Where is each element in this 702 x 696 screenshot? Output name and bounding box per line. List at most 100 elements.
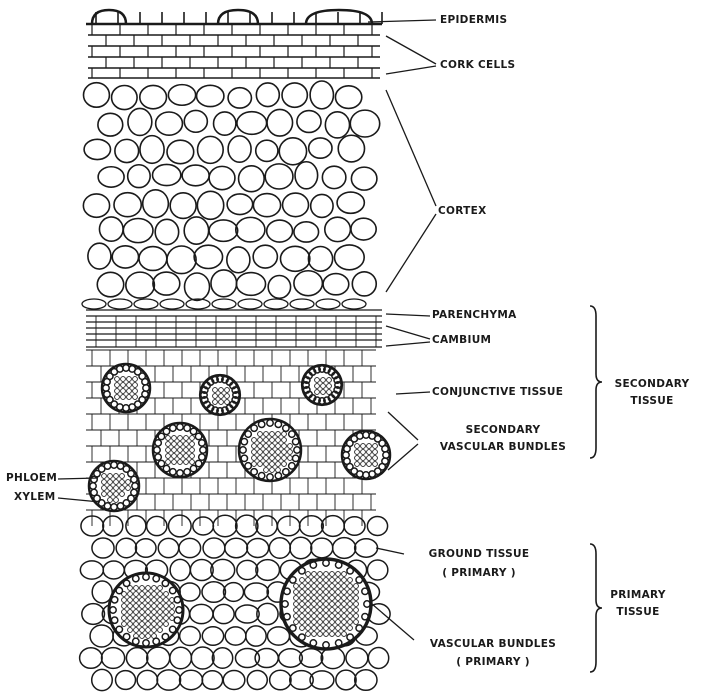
cortex-cell [140,136,164,164]
cortex-cell [84,139,110,159]
ground-cell [92,669,113,690]
cortex-cell [280,246,309,271]
cortex-cell [170,193,196,219]
ground-cell [236,515,258,537]
ground-cell [180,670,203,689]
cortex-cell [311,194,333,217]
cortex-cell [112,85,138,109]
cortex-cell [139,247,167,271]
ground-cell [333,538,356,559]
ground-cell [355,539,378,557]
ground-cell [277,516,300,535]
label-cambium: CAMBIUM [432,333,491,347]
cortex-cell [167,140,194,164]
sec-bundle-d-outline [153,423,207,477]
leader-cambium-2 [386,342,430,346]
ground-cell [211,559,235,580]
label-secondary-tissue-1: SECONDARY [604,377,700,391]
cortex-cell [325,217,351,241]
cortex-cell [88,243,111,269]
ground-cell [368,648,388,669]
ground-cell [202,671,222,689]
ground-cell [190,604,213,623]
cortex-cell [194,245,222,268]
cortex-cell [337,192,364,213]
cortex-cell [253,245,277,268]
ground-cell [244,583,268,601]
label-secondary-vascular-bundles-1: SECONDARY [418,423,588,437]
label-secondary-vascular-bundles-2: VASCULAR BUNDLES [418,440,588,454]
cortex-cell [323,274,349,295]
parenchyma-cell [160,299,184,309]
ground-cell [367,516,387,535]
parenchyma-cell [212,299,236,309]
ground-cell [158,538,178,557]
ground-cell [103,561,124,579]
cortex-cell [334,245,364,270]
ground-cell [202,627,223,645]
cortex-cell [184,110,207,132]
ground-cell [367,560,387,580]
ground-cell [223,583,243,602]
cortex-cell [98,167,124,187]
cortex-cell [97,272,123,297]
cortex-cell [239,166,265,192]
cortex-cell [197,85,224,106]
ground-cell [126,516,146,536]
cortex-cell [294,271,323,296]
cortex-cell [228,136,251,162]
cortex-cell [236,217,265,242]
parenchyma-cell [238,299,262,309]
cortex-cell [112,246,138,268]
ground-cell [203,538,225,558]
ground-cell [213,515,237,536]
cortex-cell [282,83,307,107]
ground-cell [279,649,303,667]
ground-cell [202,582,225,603]
leader-secondary-bundles-1 [388,412,418,440]
ground-cell [257,603,278,624]
label-conjunctive-tissue: CONJUNCTIVE TISSUE [432,385,563,399]
leader-cambium-1 [386,326,430,339]
ground-cell [346,648,368,668]
parenchyma-cell [108,299,132,309]
ground-cell [170,559,190,580]
cortex-cell [352,272,376,296]
cortex-cell [143,190,169,218]
ground-cell [322,516,345,537]
cortex-cell [155,219,178,244]
ground-cell [116,538,136,557]
cortex-cell [297,111,321,133]
ground-cell [103,516,123,536]
sec-bundle-b-outline [200,375,240,415]
cortex-cell [123,218,153,242]
cortex-cell [310,81,333,109]
label-parenchyma: PARENCHYMA [432,308,517,322]
ground-cell [168,515,191,537]
ground-cell [270,670,291,690]
ground-cell [179,538,201,557]
cortex-cell [295,162,318,189]
cortex-cell [267,220,293,242]
cortex-cell [322,166,345,188]
ground-cell [126,648,147,669]
ground-cell [237,560,258,579]
ground-cell [256,560,280,581]
cortex-cell [98,113,123,136]
parenchyma-cell [82,299,106,309]
label-primary-tissue-1: PRIMARY [598,588,678,602]
ground-cell [355,670,377,691]
leader-parenchyma [386,314,430,316]
ground-cell [223,670,245,689]
ground-cell [191,647,214,669]
label-primary-tissue-2: TISSUE [598,605,678,619]
parenchyma-cell [342,299,366,309]
leader-vascular-bundles [372,604,414,640]
ground-cell [80,648,103,669]
cortex-cell [308,246,332,271]
cortex-cell [227,194,253,215]
cortex-cell [214,112,236,135]
label-ground-tissue-1: GROUND TISSUE [404,547,554,561]
ground-cell [170,647,192,668]
cortex-cell [126,272,155,298]
